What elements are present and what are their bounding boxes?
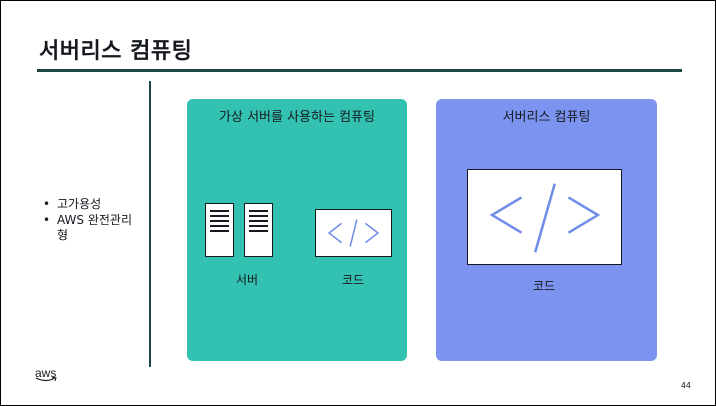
title-underline	[37, 69, 682, 72]
page-number: 44	[680, 381, 691, 390]
aws-smile-icon	[35, 377, 57, 382]
panel-serverless-computing: 서버리스 컴퓨팅 코드	[436, 99, 657, 361]
vertical-divider	[149, 81, 151, 367]
code-icon	[467, 169, 622, 265]
bullet-text: 고가용성	[57, 197, 102, 211]
aws-logo-text: aws	[35, 366, 57, 380]
server-icon	[205, 203, 234, 257]
bullet-item: AWS 완전관리형	[41, 213, 137, 243]
code-icon	[315, 209, 392, 257]
slide-title: 서버리스 컴퓨팅	[39, 39, 193, 64]
bullet-list: 고가용성 AWS 완전관리형	[41, 197, 137, 244]
server-icon	[244, 203, 273, 257]
code-label: 코드	[341, 273, 365, 287]
aws-logo: aws	[35, 366, 57, 382]
bullet-item: 고가용성	[41, 197, 137, 212]
panel-title: 가상 서버를 사용하는 컴퓨팅	[219, 110, 375, 125]
server-label: 서버	[235, 273, 259, 287]
panel-virtual-server-computing: 가상 서버를 사용하는 컴퓨팅 서버 코드	[187, 99, 407, 361]
code-label: 코드	[532, 279, 556, 293]
panel-title: 서버리스 컴퓨팅	[502, 110, 591, 125]
bullet-text: AWS 완전관리형	[57, 213, 133, 242]
